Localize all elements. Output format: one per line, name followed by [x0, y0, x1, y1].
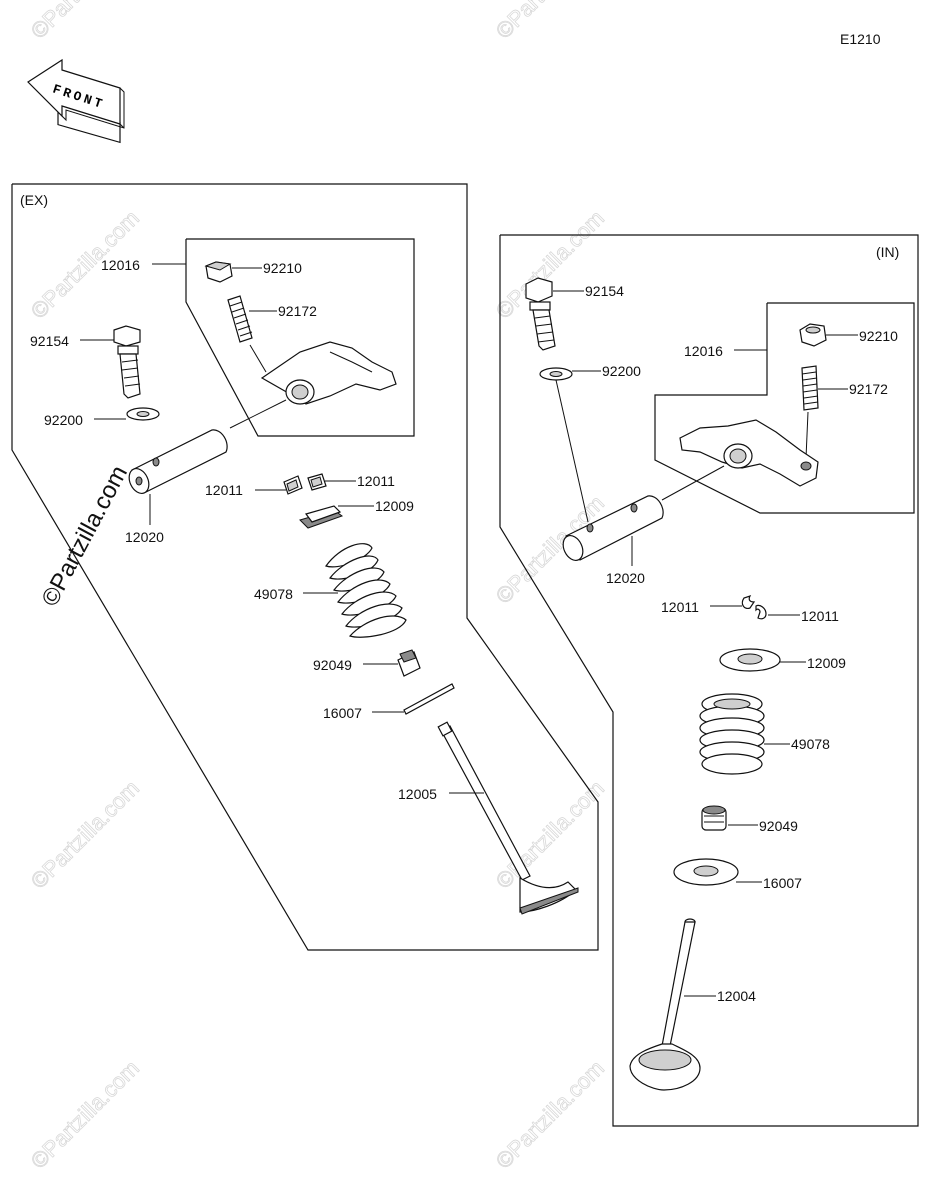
watermark-text: ©Partzilla.com: [26, 1055, 144, 1173]
in-bolt: [525, 277, 556, 351]
ex-spring: [325, 543, 407, 638]
in-label-bolt: 92154: [585, 283, 624, 299]
in-section-label: (IN): [876, 244, 899, 260]
watermark-text: ©Partzilla.com: [491, 1055, 609, 1173]
in-label-nut: 92210: [859, 328, 898, 344]
ex-rocker-subbox: [185, 238, 415, 437]
in-label-cotter-a: 12011: [661, 599, 699, 615]
in-spring: [699, 693, 765, 775]
watermark-bold-text: ©Partzilla.com: [36, 461, 133, 611]
ex-seal: [397, 649, 421, 677]
in-shaft: [562, 495, 664, 561]
in-label-shaft: 12020: [606, 570, 645, 586]
ex-section-label: (EX): [20, 192, 48, 208]
in-seal: [701, 805, 727, 831]
in-washer: [539, 367, 573, 381]
watermark-layer: ©Partzilla.com ©Partzilla.com ©Partzilla…: [25, 0, 609, 1174]
in-label-adjust-screw: 92172: [849, 381, 888, 397]
ex-nut: [204, 261, 233, 283]
ex-shaft: [128, 429, 228, 494]
ex-washer: [126, 407, 160, 421]
in-label-spring-seat: 16007: [763, 875, 802, 891]
in-label-spring: 49078: [791, 736, 830, 752]
watermark-text: ©Partzilla.com: [491, 0, 609, 44]
in-rocker-subbox: [654, 302, 915, 514]
front-arrow-icon: FRONT: [27, 58, 125, 144]
ex-label-spring: 49078: [254, 586, 293, 602]
in-label-retainer: 12009: [807, 655, 846, 671]
ex-rocker-arm: [260, 341, 397, 405]
ex-bolt: [113, 325, 141, 399]
ex-label-valve: 12005: [398, 786, 437, 802]
ex-label-shaft: 12020: [125, 529, 164, 545]
ex-cotter-right: [307, 473, 327, 491]
ex-label-cotter-a: 12011: [205, 482, 243, 498]
ex-label-washer: 92200: [44, 412, 83, 428]
watermark-text: ©Partzilla.com: [26, 0, 144, 44]
in-retainer: [719, 648, 781, 672]
ex-label-nut: 92210: [263, 260, 302, 276]
in-adjust-screw: [801, 365, 819, 411]
ex-adjust-screw: [227, 295, 253, 343]
ex-label-cotter-b: 12011: [357, 473, 395, 489]
in-section-outline: [499, 234, 919, 1127]
watermark-text: ©Partzilla.com: [26, 775, 144, 893]
ex-spring-seat: [403, 683, 455, 715]
ex-label-retainer: 12009: [375, 498, 414, 514]
ex-label-seal: 92049: [313, 657, 352, 673]
ex-valve: [437, 721, 579, 915]
in-valve: [629, 918, 701, 1091]
ex-label-adjust-screw: 92172: [278, 303, 317, 319]
in-cotter-left: [741, 594, 756, 609]
ex-label-bolt: 92154: [30, 333, 69, 349]
in-label-valve: 12004: [717, 988, 756, 1004]
in-label-rocker-assy: 12016: [684, 343, 723, 359]
ex-section-outline: [11, 183, 599, 951]
ex-retainer: [299, 505, 344, 529]
in-rocker-arm: [679, 419, 819, 487]
in-spring-seat: [673, 858, 739, 886]
ex-label-spring-seat: 16007: [323, 705, 362, 721]
in-label-washer: 92200: [602, 363, 641, 379]
ex-label-rocker-assy: 12016: [101, 257, 140, 273]
diagram-code: E1210: [840, 31, 881, 47]
in-nut: [799, 323, 827, 347]
in-cotter-right: [755, 604, 767, 620]
ex-cotter-left: [283, 475, 303, 495]
in-label-cotter-b: 12011: [801, 608, 839, 624]
in-label-seal: 92049: [759, 818, 798, 834]
